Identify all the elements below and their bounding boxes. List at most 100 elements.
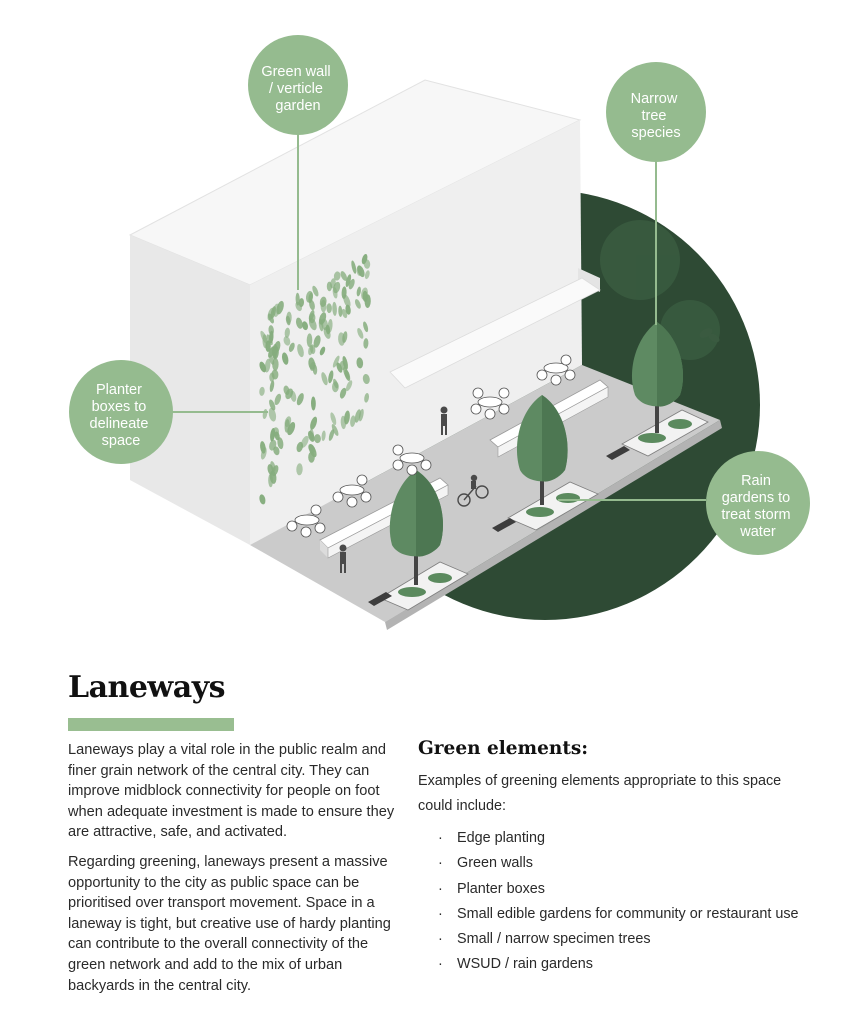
vine-leaf xyxy=(338,332,345,346)
vine-leaf xyxy=(273,340,281,354)
list-item-label: Planter boxes xyxy=(457,880,545,897)
vine-leaf xyxy=(274,431,280,441)
callout-line: gardens to xyxy=(722,490,791,506)
callout-line: Rain xyxy=(741,473,771,489)
callout-line: treat storm xyxy=(721,507,790,523)
callout-line: / verticle xyxy=(269,81,323,97)
callout-line: delineate xyxy=(90,416,149,432)
vine-leaf xyxy=(364,294,371,308)
callout-green-wall: Green wall / verticle garden xyxy=(248,35,348,135)
cyclist xyxy=(457,474,489,507)
vine-leaf xyxy=(270,461,276,472)
vine-leaf xyxy=(319,346,326,356)
vine-leaf xyxy=(296,393,304,406)
person-seated xyxy=(339,544,347,573)
vine-leaf xyxy=(333,271,341,281)
list-item: ·Small edible gardens for community or r… xyxy=(438,904,818,925)
paragraph: Regarding greening, laneways present a m… xyxy=(68,853,391,994)
cafe-tables xyxy=(286,354,576,538)
vine-leaf xyxy=(288,342,295,352)
vine-leaf xyxy=(260,447,267,460)
title-underline xyxy=(68,718,234,731)
vine-leaf xyxy=(270,306,276,319)
vine-leaf xyxy=(267,313,275,324)
callout-line: water xyxy=(739,524,776,540)
vine-leaf xyxy=(281,352,289,365)
list-item-label: Small / narrow specimen trees xyxy=(457,931,651,948)
vine-leaf xyxy=(285,388,294,400)
vine-leaf xyxy=(283,336,291,346)
vine-leaf xyxy=(356,357,364,369)
vine-leaf xyxy=(264,358,271,373)
vine-leaf xyxy=(286,311,292,324)
vine-leaf xyxy=(364,270,370,280)
table-group-4 xyxy=(470,387,510,420)
tree-1 xyxy=(389,470,443,585)
vine-leaf xyxy=(309,428,314,441)
vine-leaf xyxy=(259,494,266,505)
vine-leaf xyxy=(321,430,326,442)
vine-leaf xyxy=(312,285,319,297)
vine-leaf xyxy=(343,294,351,308)
vine-leaf xyxy=(350,415,356,427)
list-item-label: Green walls xyxy=(457,855,533,872)
vine-leaf xyxy=(341,308,348,319)
list-item: · Edge planting xyxy=(438,828,818,849)
callout-rain: Rain gardens to treat storm water xyxy=(706,451,810,555)
vine-leaf xyxy=(301,321,309,331)
bullet-icon: · xyxy=(438,905,443,922)
vine-leaf xyxy=(331,381,339,393)
vine-leaf xyxy=(351,260,357,274)
table-group-5 xyxy=(536,354,576,386)
callout-line: Narrow xyxy=(631,91,678,107)
bullet-icon: · xyxy=(438,931,443,948)
list-item: · Planter boxes xyxy=(438,879,818,900)
vine-leaf xyxy=(363,338,369,349)
vine-leaf xyxy=(259,361,267,373)
vine-leaf xyxy=(269,380,275,393)
bullet-icon: · xyxy=(438,880,443,897)
green-wall-vines xyxy=(259,253,371,505)
vine-leaf xyxy=(277,437,284,450)
green-elements-list: · Edge planting · Green walls · Planter box… xyxy=(418,828,818,975)
vine-leaf xyxy=(266,334,273,346)
vine-leaf xyxy=(363,321,369,333)
vine-leaf xyxy=(296,441,304,453)
vine-leaf xyxy=(269,399,276,411)
tree-3 xyxy=(631,322,684,433)
list-item-label: Edge planting xyxy=(457,830,546,846)
person-walking xyxy=(440,406,448,435)
bullet-icon: · xyxy=(438,830,443,846)
vine-leaf xyxy=(345,274,352,288)
trees xyxy=(389,322,684,585)
vine-leaf xyxy=(305,290,314,303)
list-item-label: WSUD / rain gardens xyxy=(457,956,593,973)
list-item: ·WSUD / rain gardens xyxy=(438,954,818,975)
svg-text:Planter boxes to d: Planter boxes to delineate space xyxy=(90,382,153,449)
page-title: Laneways xyxy=(68,670,226,705)
vine-leaf xyxy=(308,317,317,331)
vine-leaf xyxy=(364,392,369,403)
vine-leaf xyxy=(326,303,332,314)
vine-leaf xyxy=(309,299,315,311)
vine-leaf xyxy=(309,361,316,372)
callout-lines xyxy=(170,128,706,501)
vine-leaf xyxy=(259,386,265,396)
callout-line: space xyxy=(102,433,141,449)
callout-line: Planter xyxy=(96,382,142,398)
vine-leaf xyxy=(269,372,275,382)
callout-planter: Planter boxes to delineate space xyxy=(69,360,173,464)
vine-leaf xyxy=(330,412,337,426)
vine-leaf xyxy=(274,393,282,406)
callout-narrow-tree: Narrow tree species xyxy=(606,62,706,162)
benches xyxy=(368,446,630,606)
vine-leaf xyxy=(340,415,347,430)
svg-text:Narrow tree specie: Narrow tree species xyxy=(631,91,682,141)
vine-leaf xyxy=(308,310,315,321)
callout-line: species xyxy=(631,125,680,141)
leaf-cluster-icon xyxy=(699,328,720,343)
vine-leaf xyxy=(332,301,337,316)
paragraph: Laneways play a vital role in the public… xyxy=(68,742,395,841)
vine-leaf xyxy=(356,286,361,297)
section-heading: Green elements: xyxy=(418,738,589,759)
